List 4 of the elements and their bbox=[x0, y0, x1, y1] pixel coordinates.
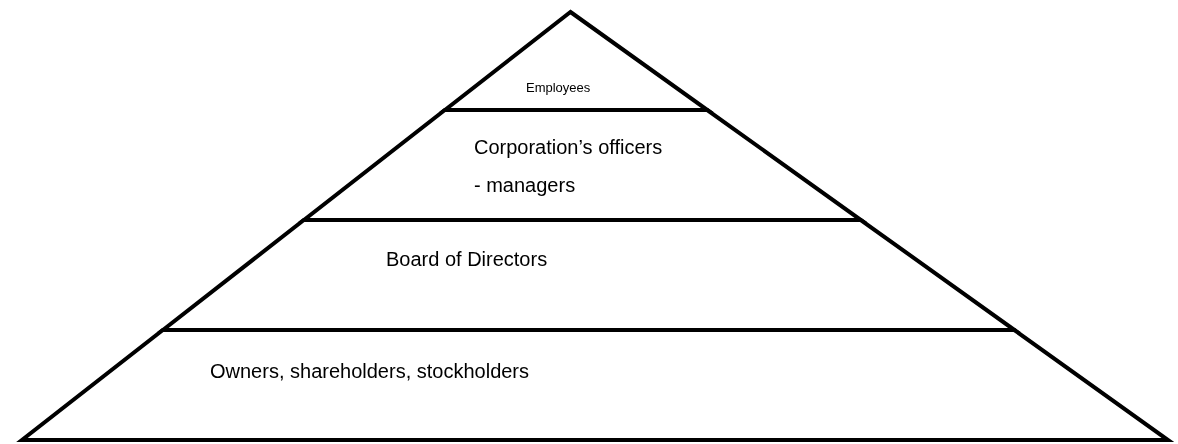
tier-label: Corporation’s officers - managers bbox=[474, 135, 664, 198]
tier-label: Owners, shareholders, stockholders bbox=[210, 359, 531, 384]
tier-label: Employees bbox=[526, 79, 592, 97]
tier-label: Board of Directors bbox=[386, 247, 549, 272]
